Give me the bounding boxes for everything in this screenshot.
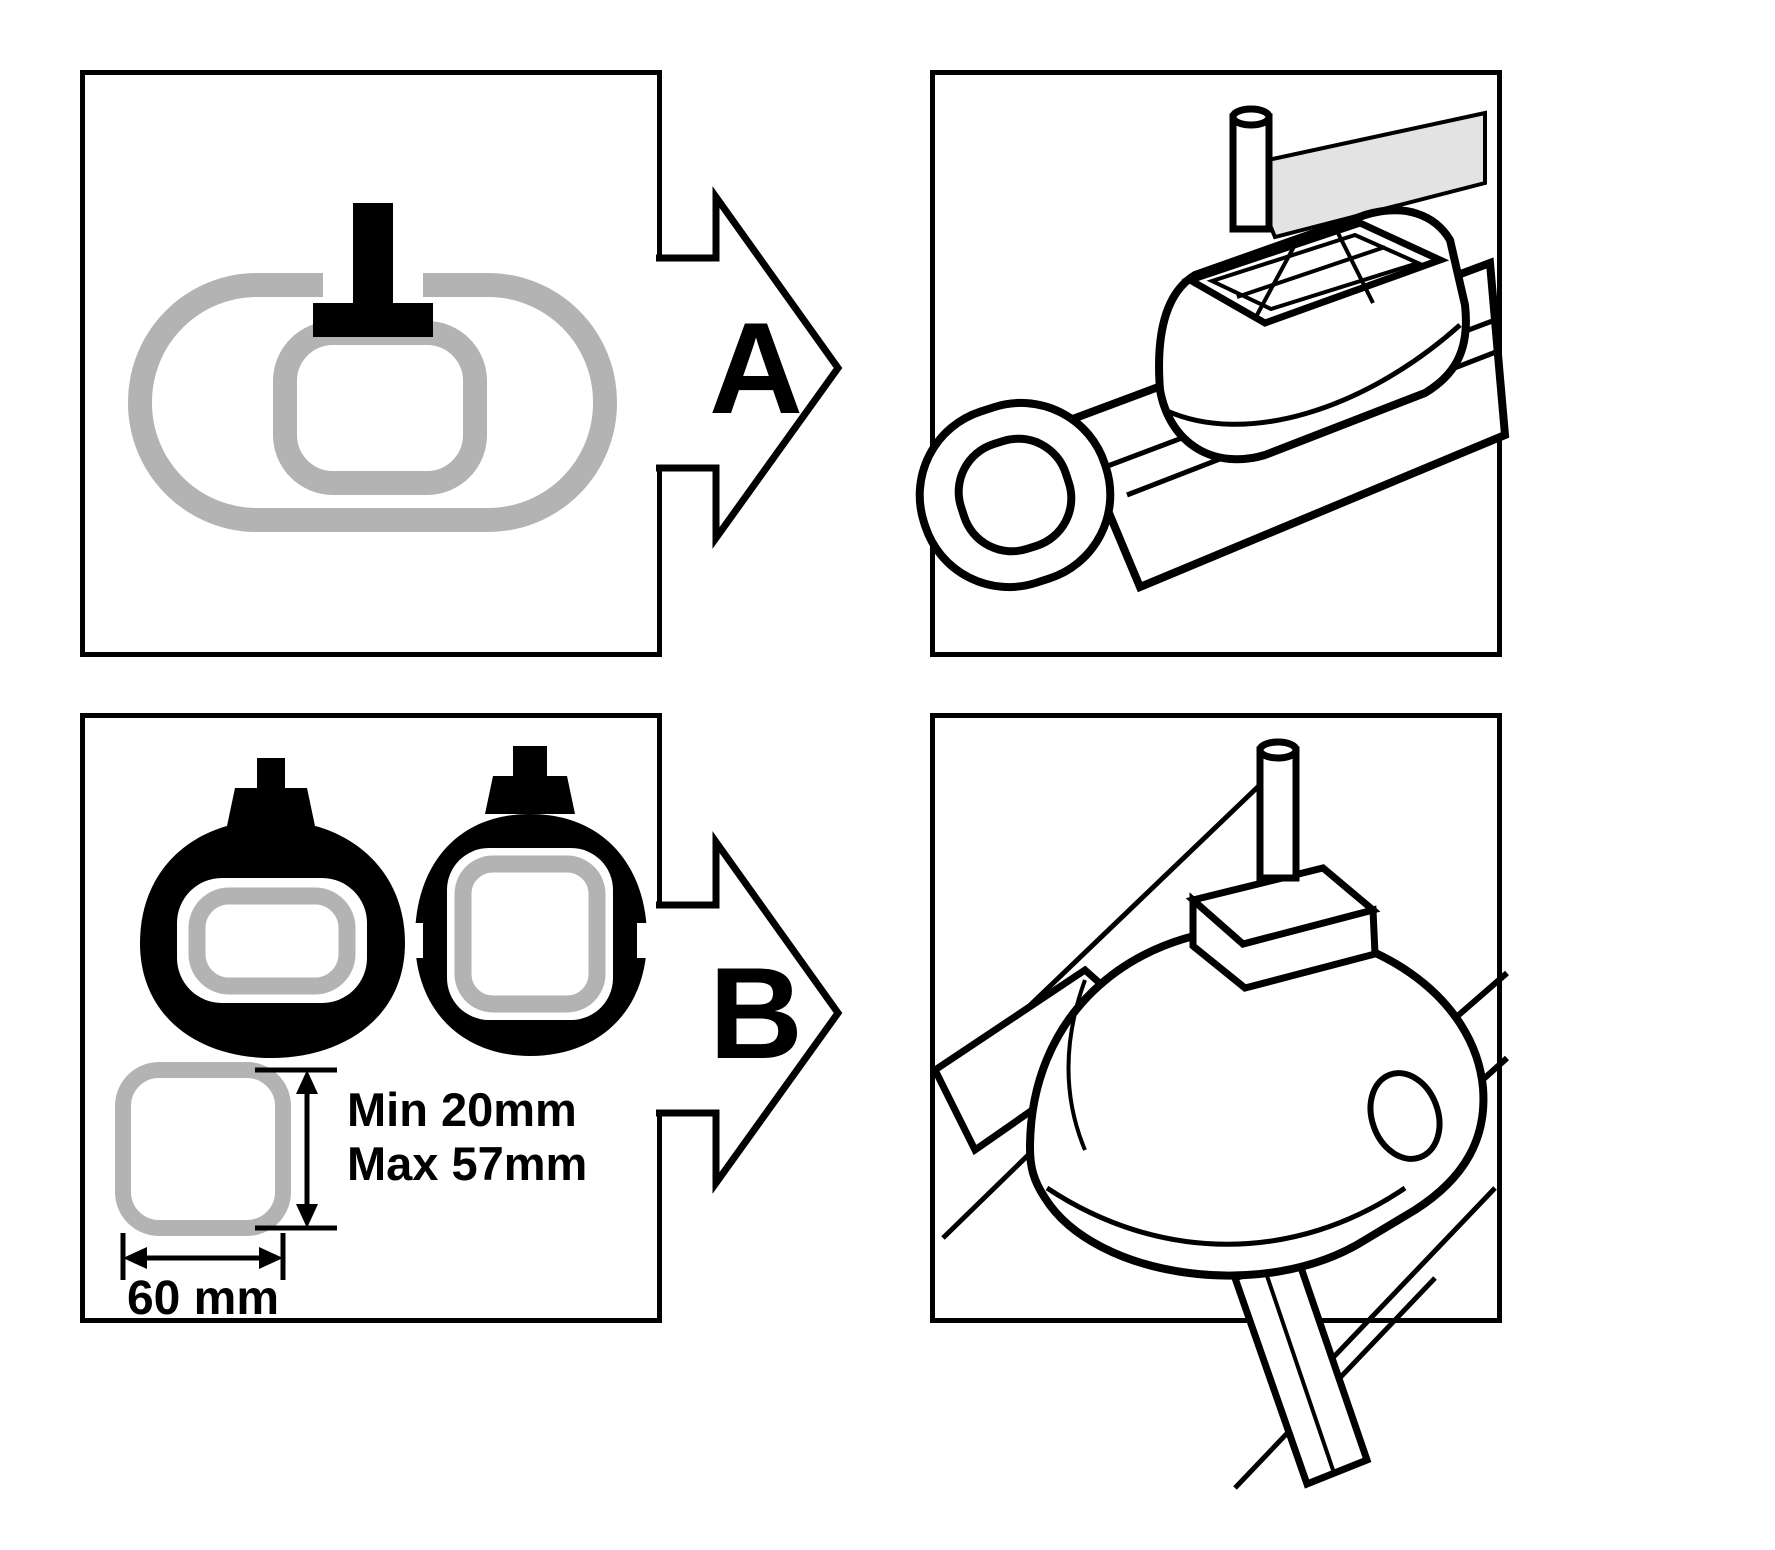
arrow-b-shape [656,831,843,1194]
bolt-pin-icon [1256,738,1300,882]
arrow-a-shape [656,186,843,549]
step-a-label: A [709,295,803,441]
width-dimension-arrow [120,1233,286,1280]
side-knob [1367,1070,1443,1162]
foot-seam-line [1045,1185,1407,1247]
t-adapter-icon [313,203,433,337]
panel-step-a-result [915,70,1510,657]
square-profile-icon [409,746,651,1056]
mounting-foot-dome [1025,923,1488,1280]
bar-profiles-icon: Min 20mm Max 57mm 60 mm [115,746,651,1325]
inner-channel-outline [273,321,487,495]
panel-step-b-result [930,713,1510,1490]
arrow-step-a: A [656,185,846,549]
height-min-label: Min 20mm [347,1083,577,1136]
foot-seam-line [1163,323,1462,427]
dimension-square-profile-icon [115,1062,291,1236]
foot-clamp-illustration [930,738,1510,1490]
foot-top-opening [1181,219,1450,327]
width-label: 60 mm [127,1272,279,1325]
panel-step-a-profile [80,70,662,657]
step-b-label: B [709,940,803,1086]
aero-bar-end-cap [915,398,1115,592]
arrow-step-b: B [656,830,846,1194]
foot-on-aero-bar-illustration [915,105,1510,593]
panel-step-b-profiles: Min 20mm Max 57mm 60 mm [80,713,662,1325]
bolt-pin-icon [1229,105,1273,233]
aero-bar-profile-icon [128,203,617,532]
height-max-label: Max 57mm [347,1137,587,1190]
oval-profile-icon [140,758,405,1058]
foot-crease-line [1066,979,1087,1151]
height-dimension-arrow [255,1067,337,1231]
